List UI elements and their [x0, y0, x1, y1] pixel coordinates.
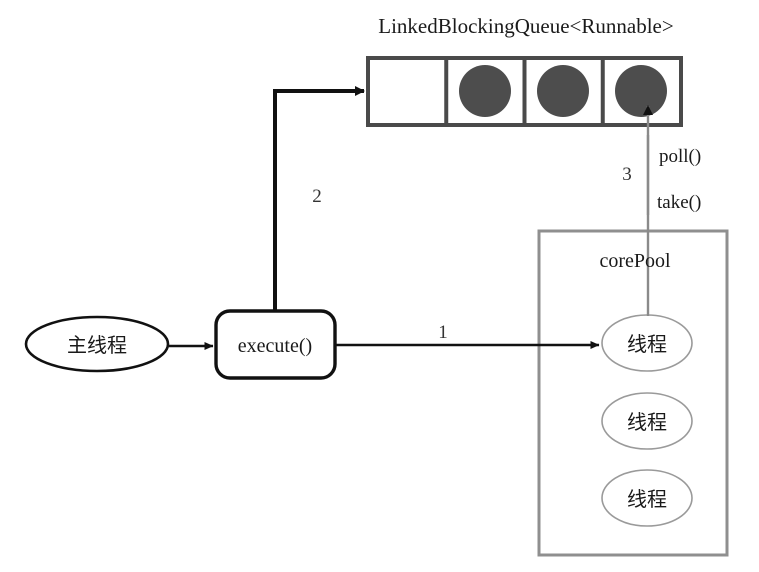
main-thread-ellipse	[24, 315, 170, 373]
queue-title: LinkedBlockingQueue<Runnable>	[378, 14, 673, 38]
thread-label-1: 线程	[627, 333, 667, 356]
thread-label-2: 线程	[627, 411, 667, 434]
edge-execute-to-queue	[273, 86, 365, 311]
take-label: take()	[657, 192, 701, 213]
queue-cell-3	[615, 65, 667, 117]
edge-label-2: 2	[312, 186, 322, 207]
queue-cell-1	[459, 65, 511, 117]
poll-label: poll()	[659, 146, 701, 167]
edge-label-1: 1	[438, 322, 448, 343]
thread-ellipse-2	[601, 392, 693, 450]
edge-label-3: 3	[622, 164, 632, 185]
queue-cell-2	[537, 65, 589, 117]
execute-label: execute()	[238, 335, 312, 357]
thread-label-3: 线程	[627, 488, 667, 511]
main-thread-label: 主线程	[67, 334, 127, 357]
core-pool-label: corePool	[599, 250, 671, 272]
thread-ellipse-3	[601, 469, 693, 527]
